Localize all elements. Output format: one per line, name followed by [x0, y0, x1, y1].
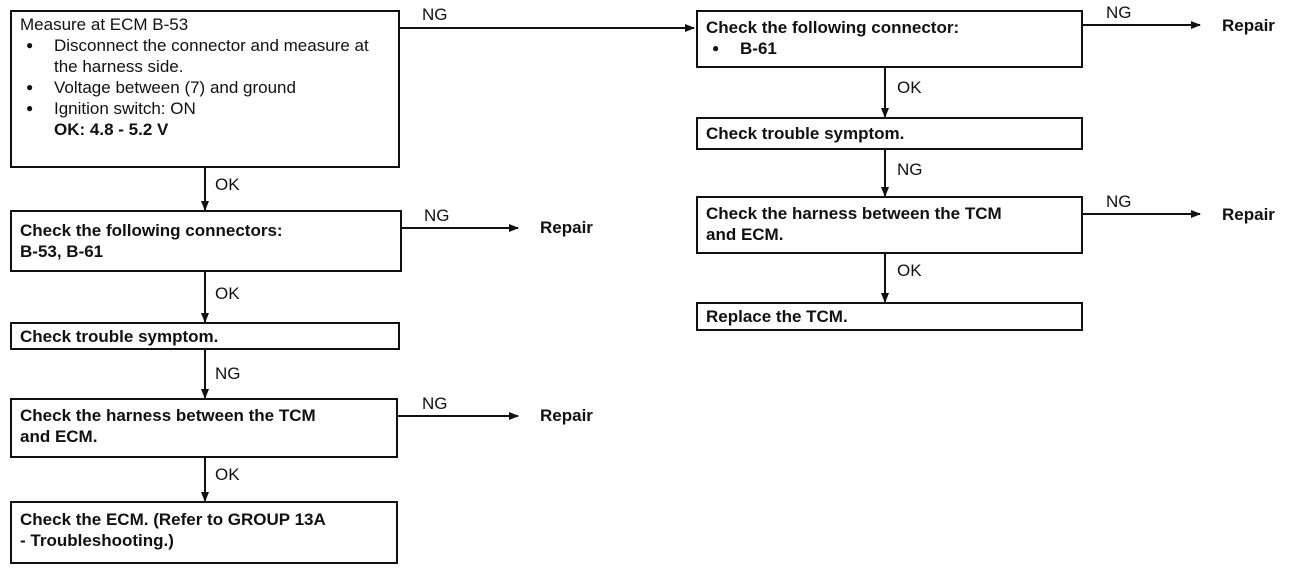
ecm-line1: Check the ECM. (Refer to GROUP 13A — [20, 510, 326, 529]
harness-left-line1: Check the harness between the TCM — [20, 406, 316, 425]
measure-ecm-box: Measure at ECM B-53 Disconnect the conne… — [10, 10, 400, 168]
label-ng-connectors-left: NG — [424, 206, 450, 225]
repair-label-4: Repair — [1222, 205, 1275, 224]
check-ecm-box: Check the ECM. (Refer to GROUP 13A - Tro… — [10, 501, 398, 564]
repair-label-3: Repair — [1222, 16, 1275, 35]
ecm-line2: - Troubleshooting.) — [20, 531, 174, 550]
repair-label-2: Repair — [540, 406, 593, 425]
harness-left-line2: and ECM. — [20, 427, 98, 446]
label-ok-2: OK — [215, 284, 240, 303]
label-ng-harness-right: NG — [1106, 192, 1132, 211]
label-ok-right-2: OK — [897, 261, 922, 280]
label-ng-harness-left: NG — [422, 394, 448, 413]
measure-bullet-3: Ignition switch: ON — [20, 98, 390, 119]
measure-bullets: Disconnect the connector and measure at … — [20, 35, 390, 119]
label-ng-1: NG — [215, 364, 241, 383]
label-ok-right-1: OK — [897, 78, 922, 97]
check-harness-right-box: Check the harness between the TCM and EC… — [696, 196, 1083, 254]
label-ng-connector-right: NG — [1106, 3, 1132, 22]
measure-ok-line: OK: 4.8 - 5.2 V — [20, 119, 390, 140]
measure-ok-value: 4.8 - 5.2 V — [89, 120, 169, 139]
harness-right-line1: Check the harness between the TCM — [706, 204, 1002, 223]
measure-ok-label: OK: — [54, 120, 86, 139]
label-ng-top: NG — [422, 5, 448, 24]
label-ok-3: OK — [215, 465, 240, 484]
check-connectors-left-box: Check the following connectors: B-53, B-… — [10, 210, 402, 272]
label-ok-1: OK — [215, 175, 240, 194]
check-symptom-left-box: Check trouble symptom. — [10, 322, 400, 350]
symptom-left-text: Check trouble symptom. — [20, 327, 219, 346]
connector-right-bullets: B-61 — [706, 38, 1073, 59]
measure-title: Measure at ECM B-53 — [20, 15, 189, 34]
connector-right-bullet: B-61 — [706, 38, 1073, 59]
replace-text: Replace the TCM. — [706, 307, 848, 326]
replace-tcm-box: Replace the TCM. — [696, 302, 1083, 331]
repair-label-1: Repair — [540, 218, 593, 237]
connector-right-line1: Check the following connector: — [706, 18, 960, 37]
measure-bullet-2: Voltage between (7) and ground — [20, 77, 390, 98]
check-symptom-right-box: Check trouble symptom. — [696, 117, 1083, 150]
harness-right-line2: and ECM. — [706, 225, 784, 244]
symptom-right-text: Check trouble symptom. — [706, 124, 905, 143]
connectors-left-line2: B-53, B-61 — [20, 242, 104, 261]
label-ng-right-1: NG — [897, 160, 923, 179]
check-connector-right-box: Check the following connector: B-61 — [696, 10, 1083, 68]
check-harness-left-box: Check the harness between the TCM and EC… — [10, 398, 398, 458]
connectors-left-line1: Check the following connectors: — [20, 221, 283, 240]
measure-bullet-1: Disconnect the connector and measure at … — [20, 35, 390, 77]
